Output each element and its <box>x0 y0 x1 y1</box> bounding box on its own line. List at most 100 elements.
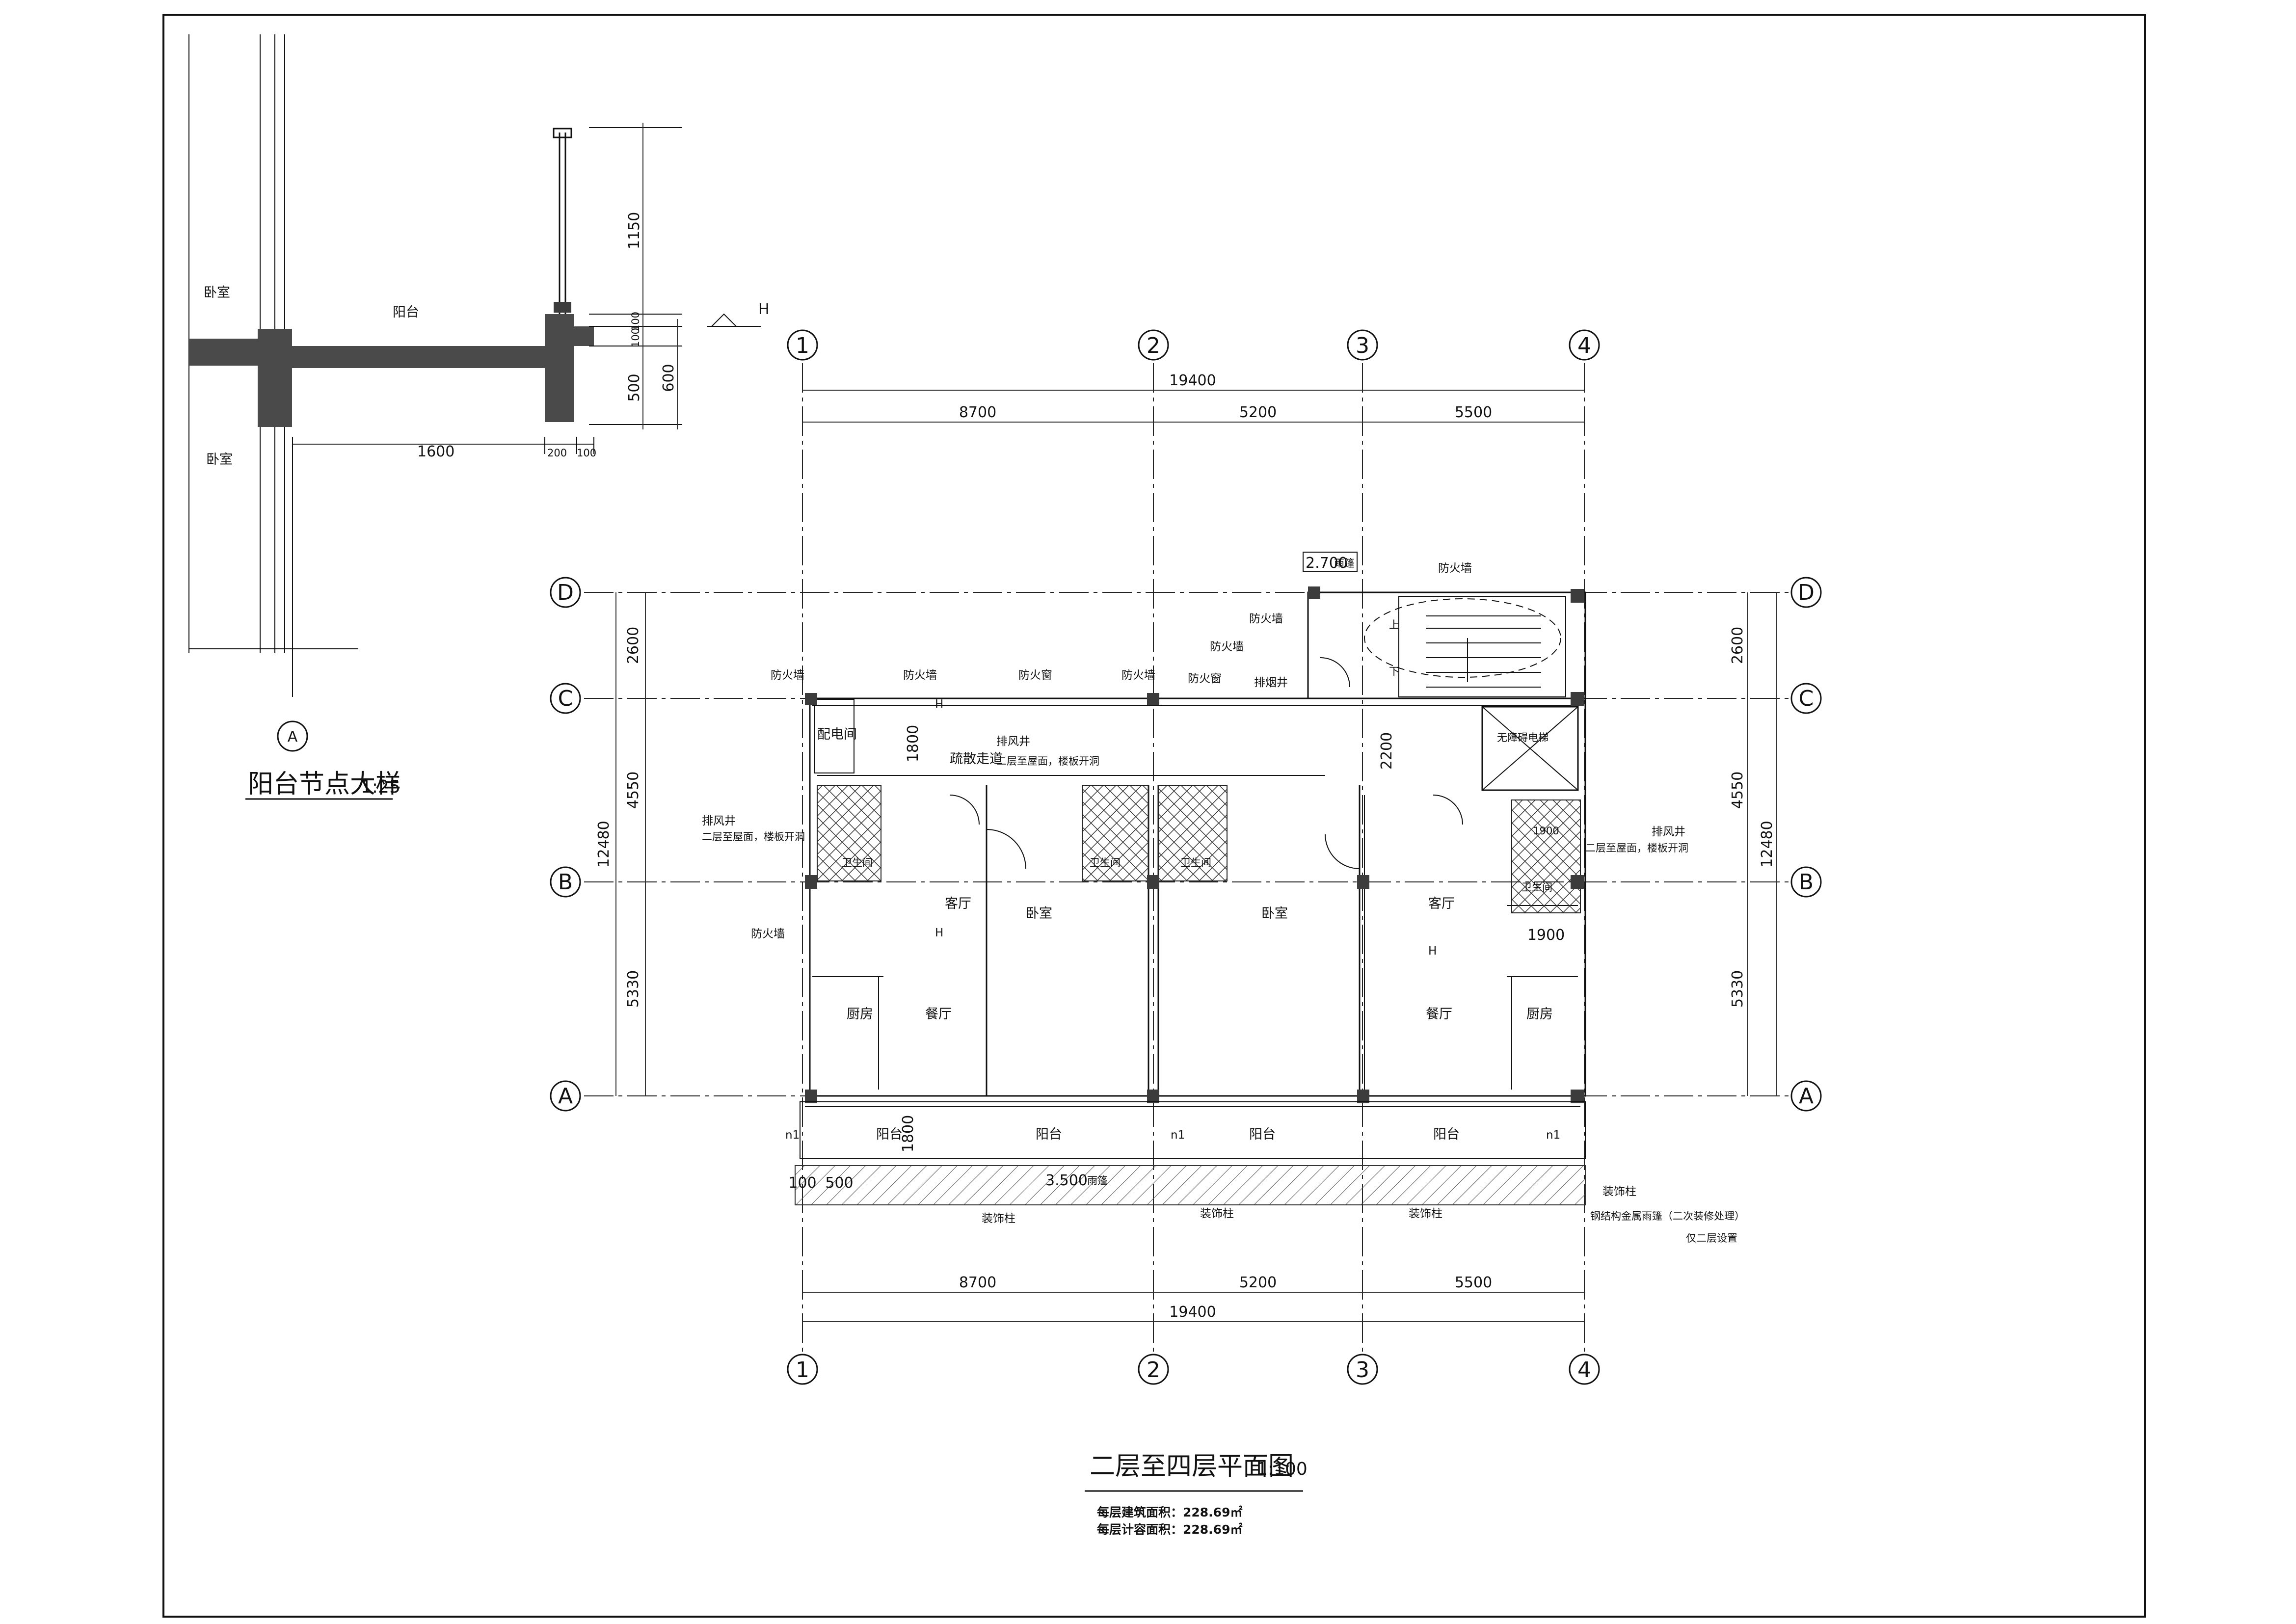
detail-level-mark: H <box>758 301 770 318</box>
detail-dim: 100 <box>630 312 641 331</box>
room-balcony: 阳台 <box>1433 1127 1460 1142</box>
note-fire-wall: 防火墙 <box>751 928 785 940</box>
room-living-right: 客厅 <box>1428 896 1455 911</box>
dim-row: 5330 <box>625 970 642 1008</box>
detail-dim: 1150 <box>626 212 643 249</box>
detail-room-label: 卧室 <box>204 285 230 300</box>
room-bath: 卫生间 <box>842 857 873 869</box>
detail-dim: 500 <box>626 373 643 401</box>
axis-label-3-bottom: 3 <box>1356 1358 1369 1383</box>
dim-span-top: 5200 <box>1239 404 1277 421</box>
room-bedroom-left: 卧室 <box>1026 906 1052 921</box>
note-fire-wall: 防火墙 <box>1249 612 1283 625</box>
structural-columns <box>805 586 1584 1103</box>
dim-misc: 500 <box>825 1174 853 1192</box>
stair-down: 下 <box>1389 666 1399 677</box>
room-bedroom-right: 卧室 <box>1261 906 1288 921</box>
note-fire-wall: 防火墙 <box>1438 562 1472 575</box>
dim-misc: 1800 <box>905 725 922 762</box>
axis-label-C-right: C <box>1799 686 1814 711</box>
note-vent-shaft: 排风井 <box>702 815 736 827</box>
detail-room-label: 卧室 <box>206 452 233 467</box>
room-balcony: 阳台 <box>1036 1127 1062 1142</box>
axis-label-B-left: B <box>558 870 573 895</box>
stair-up: 上 <box>1389 619 1399 631</box>
note-vent-text: 二层至屋面，楼板开洞 <box>1585 842 1688 854</box>
detail-dim: 1600 <box>417 443 454 460</box>
room-kitchen-left: 厨房 <box>847 1007 873 1022</box>
room-distribution: 配电间 <box>817 727 857 742</box>
plan-area-building: 每层建筑面积：228.69㎡ <box>1097 1505 1242 1519</box>
level-rain-canopy: 2.700 <box>1306 555 1348 572</box>
dim-misc: 1900 <box>1533 825 1559 837</box>
dim-span-top: 8700 <box>959 404 996 421</box>
dim-total-top: 19400 <box>1169 372 1216 389</box>
plan-scale: 1:100 <box>1256 1459 1308 1479</box>
level-rain-canopy-tag: 雨篷 <box>1334 558 1355 569</box>
axis-label-2-bottom: 2 <box>1147 1358 1160 1383</box>
note-deco-column: 装饰柱 <box>1200 1207 1234 1220</box>
note-vent-shaft: 排风井 <box>1652 825 1685 838</box>
balcony-detail: 卧室 卧室 阳台 H 1150 100 100 500 600 1600 200… <box>188 34 770 800</box>
note-fire-wall: 防火墙 <box>903 669 937 682</box>
note-fire-window: 防火窗 <box>1018 669 1052 682</box>
level-canopy2-tag: 雨篷 <box>1087 1175 1108 1187</box>
dim-span-bottom: 8700 <box>959 1274 996 1291</box>
dim-total-bottom: 19400 <box>1169 1304 1216 1321</box>
detail-balcony-label: 阳台 <box>393 305 419 320</box>
note-steel-canopy: 钢结构金属雨篷（二次装修处理） <box>1590 1210 1745 1222</box>
dim-span-top: 5500 <box>1455 404 1492 421</box>
axis-label-2-top: 2 <box>1147 333 1160 358</box>
note-vent-shaft: 排风井 <box>996 735 1030 748</box>
note-fire-wall: 防火墙 <box>1210 640 1244 653</box>
window-tag: n1 <box>1171 1129 1185 1142</box>
dim-row-total: 12480 <box>595 821 613 867</box>
dim-row: 5330 <box>1729 970 1746 1008</box>
floor-plan <box>584 363 1806 1355</box>
room-elevator: 无障碍电梯 <box>1497 732 1548 744</box>
axis-label-1-top: 1 <box>796 333 809 358</box>
room-kitchen-right: 厨房 <box>1526 1007 1553 1022</box>
dim-row: 2600 <box>625 627 642 664</box>
note-deco-column: 装饰柱 <box>1409 1207 1442 1220</box>
detail-title: 阳台节点大样 <box>248 770 401 799</box>
dim-misc: 100 <box>788 1174 816 1192</box>
h-mark: H <box>935 927 943 939</box>
note-vent-text: 二层至屋面，楼板开洞 <box>996 755 1099 767</box>
room-corridor: 疏散走道 <box>950 751 1003 767</box>
detail-dim: 200 <box>547 447 567 459</box>
axis-label-4-bottom: 4 <box>1577 1358 1591 1383</box>
detail-dim: 600 <box>660 364 677 392</box>
dim-row: 4550 <box>1729 772 1746 809</box>
plan-title: 二层至四层平面图 <box>1090 1452 1294 1481</box>
dim-misc: 1900 <box>1527 927 1565 944</box>
axis-label-A-left: A <box>558 1084 573 1109</box>
axis-label-3-top: 3 <box>1356 333 1369 358</box>
axis-label-D-right: D <box>1798 580 1815 605</box>
note-deco-column: 装饰柱 <box>1602 1185 1636 1198</box>
window-tag: n1 <box>1546 1129 1560 1142</box>
detail-dim: 100 <box>630 328 641 347</box>
detail-axis-label: A <box>288 728 298 745</box>
room-balcony: 阳台 <box>876 1127 903 1142</box>
axis-label-1-bottom: 1 <box>796 1358 809 1383</box>
axis-label-B-right: B <box>1799 870 1814 895</box>
axis-label-D-left: D <box>557 580 574 605</box>
note-vent-text: 二层至屋面，楼板开洞 <box>702 831 805 843</box>
room-living-left: 客厅 <box>945 896 971 911</box>
dim-row-total: 12480 <box>1759 821 1776 867</box>
dim-misc: 2200 <box>1378 732 1395 770</box>
dim-span-bottom: 5500 <box>1455 1274 1492 1291</box>
dim-span-bottom: 5200 <box>1239 1274 1277 1291</box>
room-dining-right: 餐厅 <box>1426 1007 1452 1022</box>
axis-label-C-left: C <box>558 686 573 711</box>
note-fire-wall: 防火墙 <box>771 669 804 682</box>
h-mark: H <box>935 698 943 711</box>
dim-misc: 1800 <box>900 1115 917 1152</box>
axis-label-A-right: A <box>1799 1084 1814 1109</box>
note-second-floor: 仅二层设置 <box>1686 1232 1737 1244</box>
room-bath: 卫生间 <box>1180 857 1211 869</box>
room-bath: 卫生间 <box>1090 857 1121 869</box>
dim-row: 4550 <box>625 772 642 809</box>
